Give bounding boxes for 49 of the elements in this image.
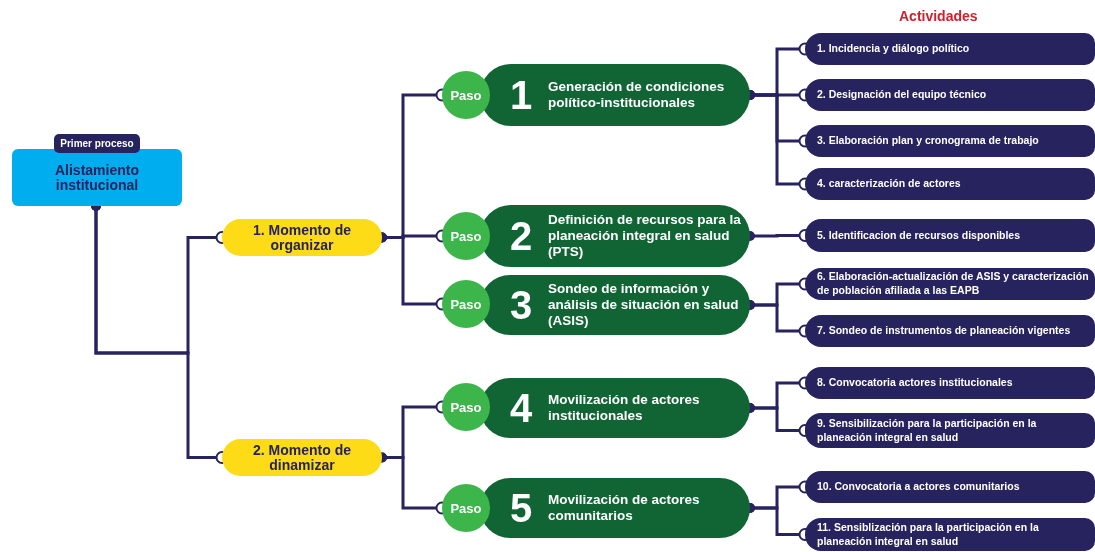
step-badge	[442, 280, 490, 328]
step-label: Paso	[450, 399, 482, 415]
step-label: Paso	[450, 87, 482, 103]
activity-text: 7. Sondeo de instrumentos de planeación vigentes	[817, 324, 1071, 338]
activity-text: 5. Identificacion de recursos disponibles	[817, 228, 1021, 243]
step-title: Movilización de actores institucionales	[548, 391, 701, 425]
step-number: 3	[508, 282, 534, 328]
activity-box	[805, 367, 1095, 399]
activity-box	[805, 413, 1095, 448]
activity-text: 8. Convocatoria actores institucionales	[817, 376, 1013, 390]
step-title: Sondeo de información y análisis de situación en salud (ASIS)	[548, 280, 740, 330]
stage-title: 2. Momento de dinamizar	[252, 442, 352, 473]
activity-box	[805, 268, 1095, 300]
step-label: Paso	[450, 296, 482, 312]
activity-box	[805, 125, 1095, 157]
activity-box	[805, 315, 1095, 347]
step-badge	[442, 71, 490, 119]
activity-text: 1. Incidencia y diálogo político	[817, 42, 970, 56]
step-badge	[442, 212, 490, 260]
column-heading: Actividades	[899, 8, 978, 24]
step-title: Definición de recursos para la planeación integral en salud (PTS)	[548, 211, 742, 261]
step-number: 4	[508, 385, 534, 431]
step-number: 2	[508, 213, 534, 259]
activity-text: 3. Elaboración plan y cronograma de trabajo	[817, 134, 1039, 148]
stage-pill	[222, 439, 382, 476]
activity-text: 11. Sensiblización para la participación en la planeación integral en salud	[817, 520, 1040, 549]
activity-box	[805, 219, 1095, 252]
step-number: 5	[508, 485, 534, 531]
activity-box	[805, 79, 1095, 111]
step-badge	[442, 383, 490, 431]
activity-box	[805, 518, 1095, 551]
activity-text: 4. caracterización de actores	[817, 177, 961, 191]
process-title: Alistamiento institucional	[54, 162, 140, 193]
stage-title: 1. Momento de organizar	[252, 222, 352, 253]
activity-text: 6. Elaboración-actualización de ASIS y caracterización de población afiliada a las EAPB	[817, 270, 1090, 298]
activity-box	[805, 33, 1095, 65]
step-label: Paso	[450, 228, 482, 244]
stage-pill	[222, 219, 382, 256]
activity-box	[805, 168, 1095, 200]
step-label: Paso	[450, 500, 482, 516]
activity-text: 2. Designación del equipo técnico	[817, 88, 987, 102]
activity-text: 9. Sensibilización para la participación en la planeación integral en salud	[817, 416, 1038, 445]
step-title: Generación de condiciones político-institucionales	[548, 78, 726, 112]
process-tag: Primer proceso	[54, 134, 140, 153]
activity-text: 10. Convocatoria a actores comunitarios	[817, 480, 1020, 494]
step-number: 1	[508, 72, 534, 118]
step-badge	[442, 484, 490, 532]
activity-box	[805, 471, 1095, 503]
step-title: Movilización de actores comunitarios	[548, 491, 701, 525]
